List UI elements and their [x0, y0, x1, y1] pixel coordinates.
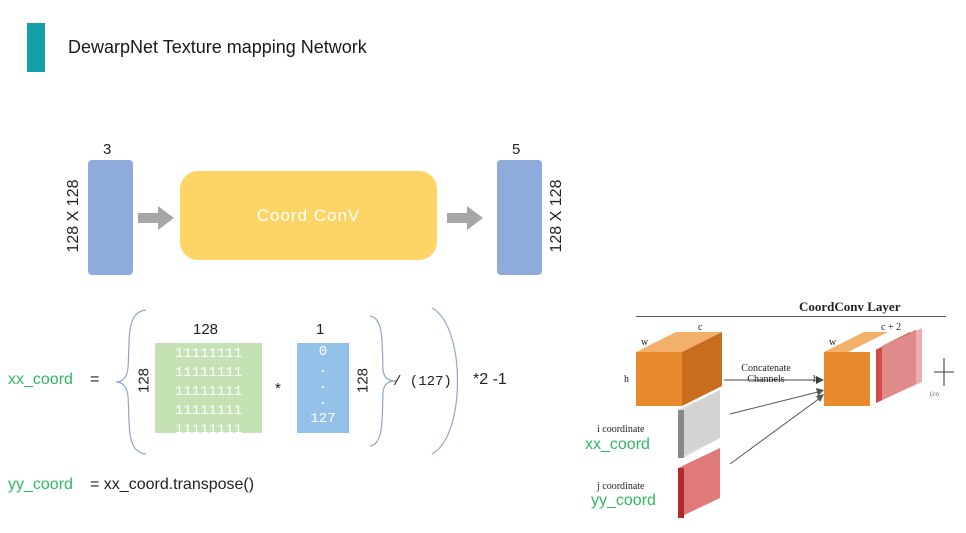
xx-coord-label: xx_coord: [8, 371, 73, 388]
vector-dot: .: [318, 393, 328, 409]
c2-label-right: c + 2: [881, 322, 902, 333]
cut-label: (co: [930, 390, 939, 398]
vector-dot: .: [318, 361, 328, 377]
right-brace-icon: [369, 315, 397, 447]
h-label-right: h: [813, 374, 818, 385]
title-accent-bar: [27, 23, 45, 72]
vector-column-label: 1: [316, 321, 325, 338]
coordconv-title: CoordConv Layer: [799, 299, 901, 314]
matrix-row: 11111111: [174, 346, 243, 362]
vector-dot: .: [318, 377, 328, 393]
input-channels-label: 3: [103, 141, 112, 158]
title-underline: [636, 316, 946, 317]
coord-conv-label: Coord ConV: [256, 205, 361, 225]
multiply-sign: *: [275, 380, 281, 397]
input-size-label: 128 X 128: [65, 179, 82, 253]
matrix-row: 11111111: [174, 403, 243, 419]
output-channels-label: 5: [512, 141, 521, 158]
concat-label: Concatenate Channels: [741, 363, 791, 385]
matrix-column-label: 128: [193, 321, 219, 338]
output-tensor-block: [497, 160, 542, 275]
matrix-row: 11111111: [174, 365, 243, 381]
slide-title: DewarpNet Texture mapping Network: [68, 37, 367, 57]
output-size-label: 128 X 128: [548, 179, 565, 253]
xx-coord-figure-label: xx_coord: [585, 436, 650, 453]
coordconv-diagram: [636, 328, 954, 518]
yy-coord-label: yy_coord: [8, 476, 73, 493]
w-label-right: w: [829, 337, 837, 348]
index-vector: 0 . . . 127: [297, 343, 349, 433]
matrix-row: 11111111: [174, 422, 243, 438]
arrow-right-icon: [138, 206, 174, 230]
scale-term: *2 -1: [473, 371, 507, 388]
matrix-row: 11111111: [174, 384, 243, 400]
c-label-left: c: [698, 322, 703, 333]
arrow-right-icon: [447, 206, 483, 230]
matrix-row-label: 128: [135, 367, 153, 394]
equals-sign: =: [90, 371, 100, 388]
yy-coord-formula: = xx_coord.transpose(): [90, 476, 255, 493]
coord-conv-block: Coord ConV: [180, 171, 437, 260]
vector-bottom: 127: [310, 411, 336, 427]
divide-term: / (127): [393, 374, 452, 390]
w-label-left: w: [641, 337, 649, 348]
i-coordinate-label: i coordinate: [597, 424, 645, 435]
ones-matrix: 11111111 11111111 11111111 11111111 1111…: [155, 343, 262, 438]
left-brace-icon: [115, 309, 147, 455]
yy-coord-figure-label: yy_coord: [591, 492, 656, 509]
vector-top: 0: [318, 344, 328, 360]
h-label-left: h: [624, 374, 629, 385]
j-coordinate-label: j coordinate: [597, 481, 645, 492]
input-tensor-block: [88, 160, 133, 275]
outer-right-paren-icon: [431, 307, 459, 455]
